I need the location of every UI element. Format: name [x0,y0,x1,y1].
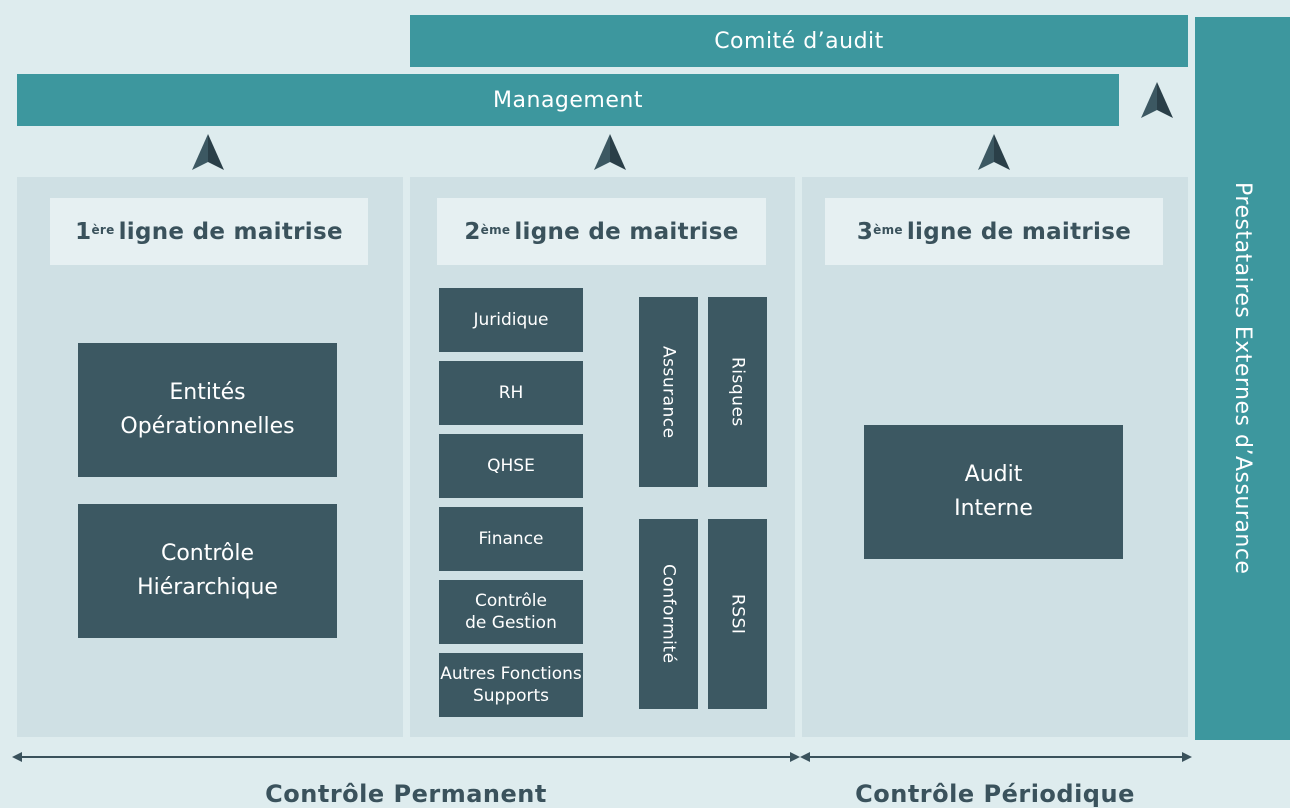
controle-periodique-span-arrow [800,752,1192,762]
management-label: Management [493,87,643,113]
prestataires-externes-label: Prestataires Externes d’Assurance [1230,182,1255,575]
rh-box: RH [439,361,583,425]
autres-fonctions-supports-box: Autres Fonctions Supports [439,653,583,717]
finance-box: Finance [439,507,583,571]
arrow-up-icon [1141,82,1173,118]
arrow-up-icon [978,134,1010,170]
entites-operationnelles-box: Entités Opérationnelles [78,343,337,477]
comite-audit-bar: Comité d’audit [410,15,1188,67]
assurance-box: Assurance [639,297,698,487]
controle-permanent-label: Contrôle Permanent [265,780,547,808]
risques-box: Risques [708,297,767,487]
prestataires-externes-bar: Prestataires Externes d’Assurance [1195,17,1290,740]
rssi-box: RSSI [708,519,767,709]
controle-periodique-label: Contrôle Périodique [855,780,1135,808]
juridique-box: Juridique [439,288,583,352]
arrow-up-icon [192,134,224,170]
audit-interne-box: Audit Interne [864,425,1123,559]
controle-de-gestion-box: Contrôle de Gestion [439,580,583,644]
controle-permanent-span-arrow [12,752,800,762]
controle-hierarchique-box: Contrôle Hiérarchique [78,504,337,638]
conformite-box: Conformité [639,519,698,709]
arrow-up-icon [594,134,626,170]
comite-audit-label: Comité d’audit [714,28,884,54]
qhse-box: QHSE [439,434,583,498]
management-bar: Management [17,74,1119,126]
